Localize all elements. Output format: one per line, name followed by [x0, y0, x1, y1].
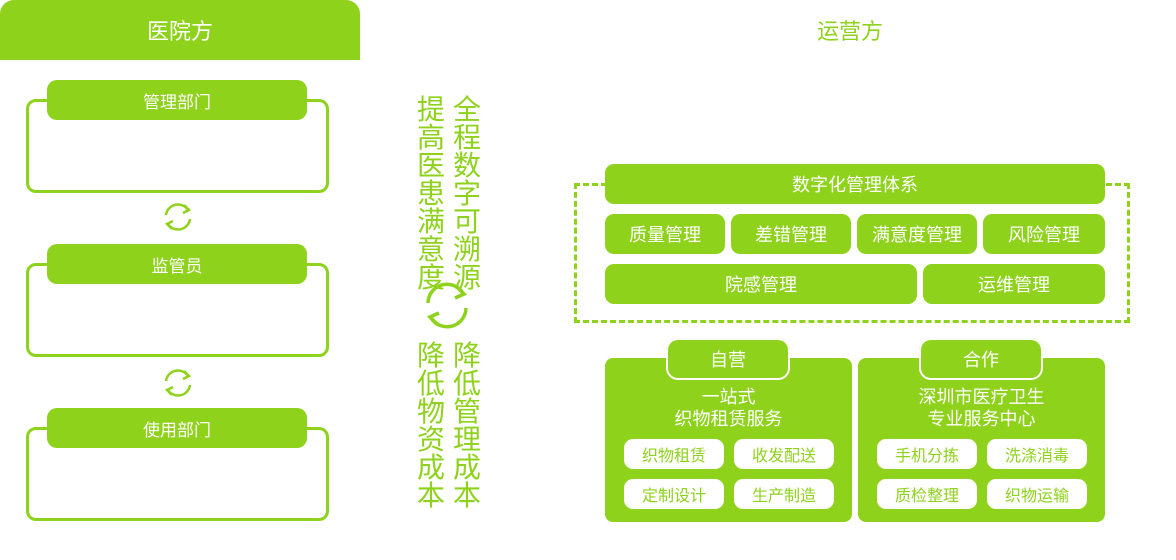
service-chip[interactable]: 定制设计 — [624, 479, 724, 509]
vertical-text-management-cost: 降低管理成本 — [452, 339, 481, 512]
system-title[interactable]: 数字化管理体系 — [605, 164, 1105, 204]
module-infection-control[interactable]: 院感管理 — [605, 264, 917, 304]
department-title-supervisor[interactable]: 监管员 — [47, 244, 307, 284]
module-error[interactable]: 差错管理 — [731, 214, 851, 254]
service-chip[interactable]: 织物运输 — [987, 479, 1087, 509]
partner-heading-line2: 专业服务中心 — [927, 409, 1036, 430]
cycle-arrows-icon — [164, 203, 192, 231]
hospital-header: 医院方 — [0, 0, 360, 60]
cycle-arrows-icon — [164, 369, 192, 397]
service-chip[interactable]: 生产制造 — [734, 479, 834, 509]
vertical-text-traceable: 全程数字可溯源 — [452, 93, 481, 294]
service-chip[interactable]: 洗涤消毒 — [987, 439, 1087, 469]
department-title-management[interactable]: 管理部门 — [47, 80, 307, 120]
self-heading-line1: 一站式 — [701, 387, 756, 408]
hospital-title: 医院方 — [146, 20, 213, 45]
service-chip[interactable]: 收发配送 — [734, 439, 834, 469]
service-chip[interactable]: 织物租赁 — [624, 439, 724, 469]
operator-title: 运营方 — [816, 20, 883, 45]
self-operated-tab[interactable]: 自营 — [666, 338, 790, 380]
module-operations[interactable]: 运维管理 — [923, 264, 1105, 304]
vertical-text-satisfaction: 提高医患满意度 — [416, 93, 445, 294]
self-operated-heading: 一站式 织物租赁服务 — [605, 387, 852, 431]
partner-heading: 深圳市医疗卫生 专业服务中心 — [858, 387, 1105, 431]
vertical-text-material-cost: 降低物资成本 — [416, 339, 445, 512]
module-risk[interactable]: 风险管理 — [983, 214, 1105, 254]
department-title-user[interactable]: 使用部门 — [47, 408, 307, 448]
self-heading-line2: 织物租赁服务 — [674, 409, 783, 430]
cycle-arrows-icon — [426, 282, 468, 329]
service-chip[interactable]: 手机分拣 — [877, 439, 977, 469]
partner-heading-line1: 深圳市医疗卫生 — [918, 387, 1045, 408]
partner-tab[interactable]: 合作 — [919, 338, 1043, 380]
service-chip[interactable]: 质检整理 — [877, 479, 977, 509]
module-satisfaction[interactable]: 满意度管理 — [857, 214, 977, 254]
module-quality[interactable]: 质量管理 — [605, 214, 725, 254]
